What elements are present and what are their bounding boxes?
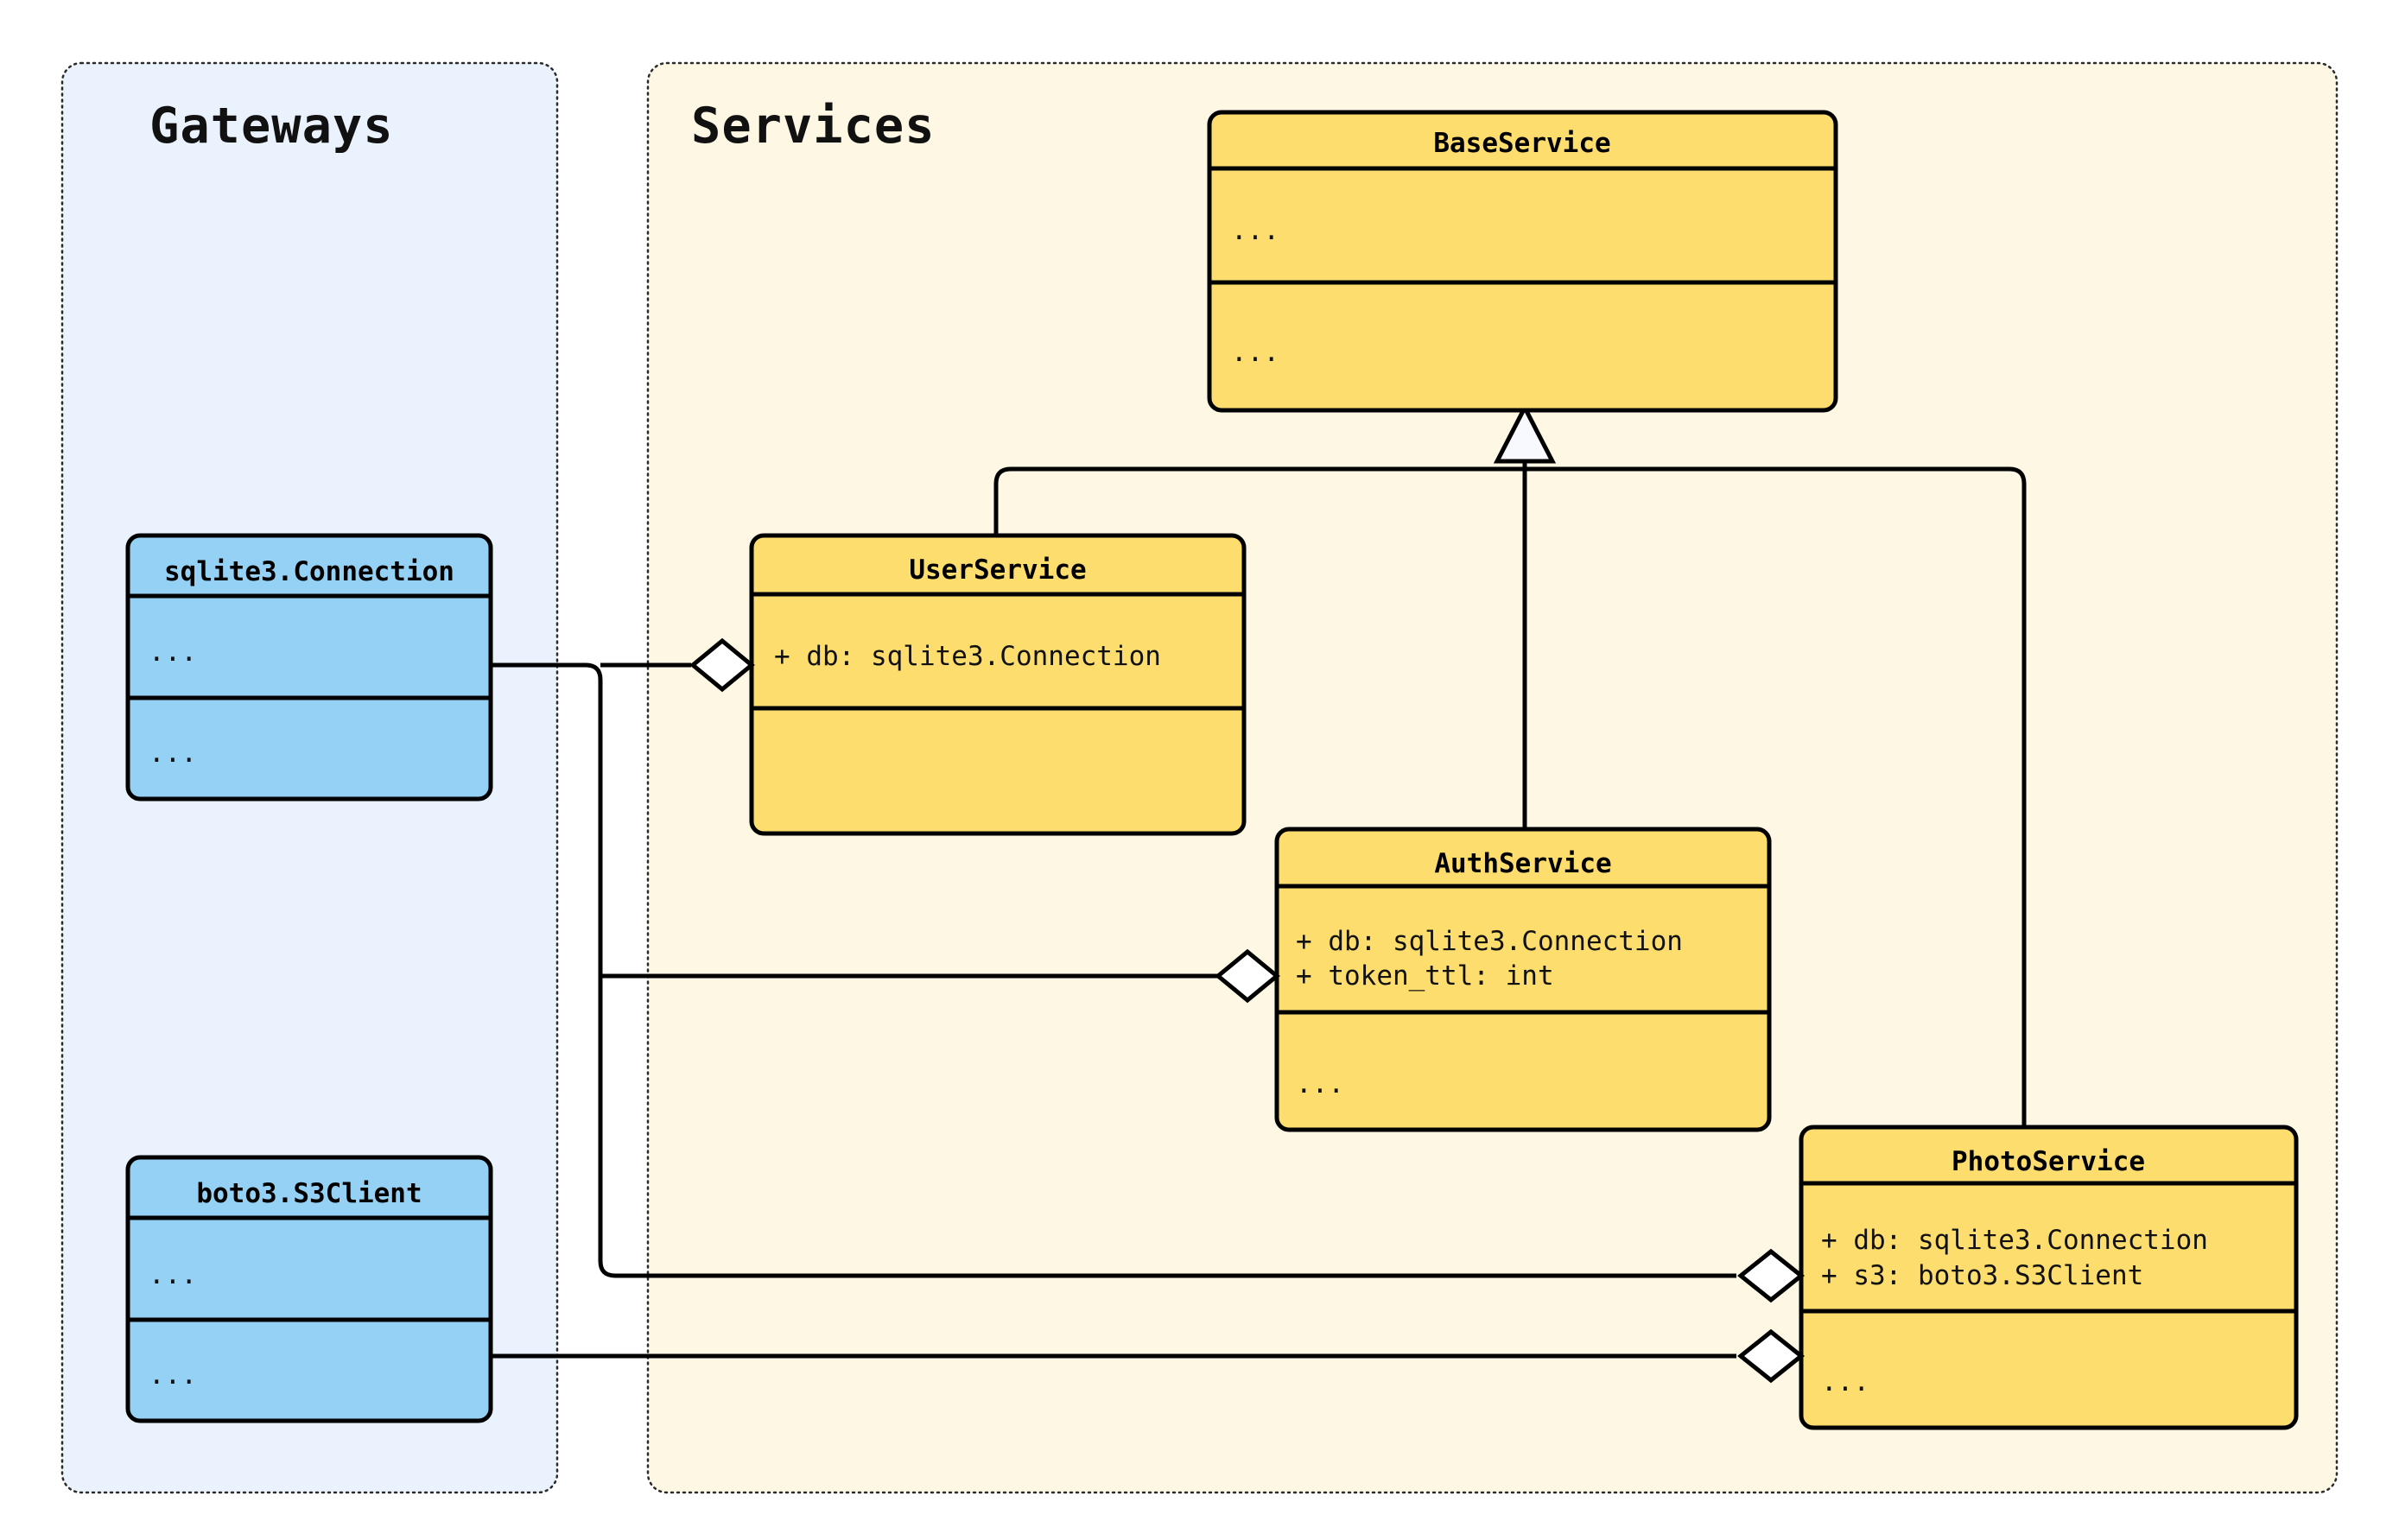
- aggregation-diamond-layer: [689, 637, 1806, 1384]
- sqlite3-connection-name: sqlite3.Connection: [164, 556, 454, 587]
- photoservice-name: PhotoService: [1952, 1146, 2145, 1177]
- baseservice-method: ...: [1231, 337, 1279, 368]
- class-boto3-s3client[interactable]: boto3.S3Client ... ...: [125, 1155, 493, 1423]
- class-authservice[interactable]: AuthService + db: sqlite3.Connection + t…: [1274, 827, 1772, 1132]
- aggregation-diamond-photoservice-s3-icon: [1736, 1328, 1806, 1384]
- class-baseservice[interactable]: BaseService ... ...: [1207, 110, 1838, 413]
- aggregation-diamond-photoservice-db-icon: [1736, 1248, 1806, 1303]
- boto3-s3client-attribute: ...: [149, 1259, 197, 1290]
- userservice-attribute-db: + db: sqlite3.Connection: [774, 641, 1161, 672]
- authservice-box: [1274, 827, 1772, 1132]
- sqlite3-connection-method: ...: [149, 738, 197, 769]
- authservice-attribute-token-ttl: + token_ttl: int: [1296, 960, 1554, 992]
- photoservice-method: ...: [1821, 1366, 1869, 1397]
- sqlite3-connection-box: [125, 533, 493, 802]
- generalization-bus: [993, 466, 2027, 1133]
- userservice-name: UserService: [909, 555, 1086, 586]
- gateways-package-title: Gateways: [149, 98, 394, 155]
- baseservice-attribute: ...: [1231, 215, 1279, 246]
- class-photoservice[interactable]: PhotoService + db: sqlite3.Connection + …: [1799, 1125, 2299, 1430]
- boto3-s3client-method: ...: [149, 1359, 197, 1391]
- services-package-title: Services: [691, 98, 936, 155]
- baseservice-box: [1207, 110, 1838, 413]
- relationship-layer: [491, 402, 2027, 1359]
- class-sqlite3-connection[interactable]: sqlite3.Connection ... ...: [125, 533, 493, 802]
- aggregation-db-trunk: [491, 662, 1736, 1278]
- aggregation-diamond-authservice-db-icon: [1215, 948, 1280, 1004]
- authservice-attribute-db: + db: sqlite3.Connection: [1296, 926, 1683, 957]
- authservice-name: AuthService: [1434, 848, 1611, 879]
- aggregation-diamond-userservice-db-icon: [689, 637, 755, 693]
- sqlite3-connection-attribute: ...: [149, 637, 197, 668]
- boto3-s3client-box: [125, 1155, 493, 1423]
- baseservice-name: BaseService: [1433, 128, 1610, 159]
- photoservice-attribute-db: + db: sqlite3.Connection: [1821, 1225, 2208, 1256]
- photoservice-attribute-s3: + s3: boto3.S3Client: [1821, 1260, 2143, 1291]
- generalization-arrowhead-icon: [1493, 402, 1557, 464]
- userservice-box: [749, 533, 1247, 836]
- boto3-s3client-name: boto3.S3Client: [196, 1178, 422, 1209]
- authservice-method: ...: [1296, 1068, 1344, 1100]
- class-userservice[interactable]: UserService + db: sqlite3.Connection: [749, 533, 1247, 836]
